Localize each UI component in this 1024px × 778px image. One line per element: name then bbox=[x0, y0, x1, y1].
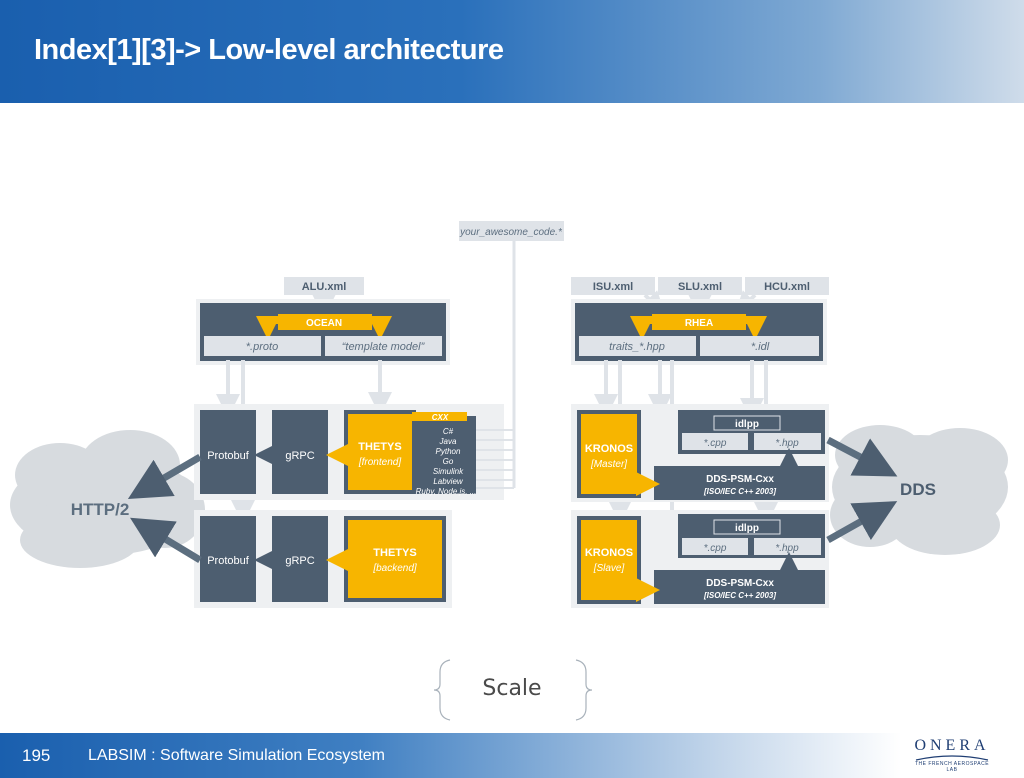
dds-label: DDS bbox=[900, 480, 936, 499]
dds-master-std: [ISO/IEC C++ 2003] bbox=[703, 487, 776, 496]
scale-label: Scale bbox=[482, 676, 542, 701]
slu-xml-label: SLU.xml bbox=[678, 281, 722, 293]
proto-label: *.proto bbox=[246, 341, 278, 353]
master-hpp-label: *.hpp bbox=[775, 438, 799, 449]
dds-slave-label: DDS-PSM-Cxx bbox=[706, 578, 774, 589]
arrow-to-http2-back bbox=[130, 517, 202, 563]
ocean-bar bbox=[278, 314, 372, 330]
alu-xml-box bbox=[284, 277, 364, 295]
master-cpp-box bbox=[682, 433, 748, 450]
slide-header bbox=[0, 0, 1024, 103]
proto-box bbox=[204, 336, 321, 356]
slave-cpp-box bbox=[682, 538, 748, 555]
kronos-master-label: KRONOS bbox=[585, 443, 633, 455]
lang-cxx-box bbox=[412, 412, 467, 421]
idl-label: *.idl bbox=[751, 341, 770, 353]
hcu-xml-box bbox=[745, 277, 829, 295]
template-model-label: “template model” bbox=[342, 341, 426, 353]
logo-tagline: THE FRENCH AEROSPACE LAB bbox=[914, 761, 990, 773]
lang-go: Go bbox=[443, 457, 454, 466]
onera-logo: ONERA THE FRENCH AEROSPACE LAB bbox=[912, 737, 992, 773]
your-code-box bbox=[459, 221, 564, 241]
arrow-to-dds-master bbox=[826, 436, 898, 477]
traits-hpp-label: traits_*.hpp bbox=[609, 341, 665, 353]
master-hpp-box bbox=[754, 433, 821, 450]
slave-hpp-box bbox=[754, 538, 821, 555]
grpc-front-label: gRPC bbox=[285, 450, 314, 462]
lang-simulink: Simulink bbox=[433, 467, 464, 476]
idlpp-slave-label: idlpp bbox=[735, 523, 759, 534]
scale-right-brace bbox=[575, 659, 593, 721]
isu-xml-box bbox=[571, 277, 655, 295]
rhea-bar bbox=[652, 314, 746, 330]
traits-hpp-box bbox=[579, 336, 696, 356]
ocean-label: OCEAN bbox=[306, 318, 342, 329]
protobuf-back-label: Protobuf bbox=[207, 555, 250, 567]
kronos-master-role: [Master] bbox=[590, 459, 627, 470]
thetys-back-label: THETYS bbox=[373, 547, 416, 559]
grpc-back-label: gRPC bbox=[285, 555, 314, 567]
thetys-back-role: [backend] bbox=[372, 563, 417, 574]
kronos-slave-box bbox=[581, 520, 637, 600]
lang-cxx: CXX bbox=[432, 413, 449, 422]
protobuf-back-box bbox=[200, 516, 256, 602]
arrow-to-http2-front bbox=[127, 453, 202, 500]
slave-cpp-label: *.cpp bbox=[704, 543, 727, 554]
grpc-front-box bbox=[272, 410, 328, 494]
scale-left-brace bbox=[433, 659, 451, 721]
protobuf-front-box bbox=[200, 410, 256, 494]
idlpp-master-label: idlpp bbox=[735, 419, 759, 430]
isu-xml-label: ISU.xml bbox=[593, 281, 633, 293]
dds-master-label: DDS-PSM-Cxx bbox=[706, 474, 774, 485]
logo-word: ONERA bbox=[914, 737, 990, 754]
dds-slave-std: [ISO/IEC C++ 2003] bbox=[703, 591, 776, 600]
lang-labview: Labview bbox=[433, 477, 464, 486]
lang-python: Python bbox=[436, 447, 461, 456]
slu-xml-box bbox=[658, 277, 742, 295]
grpc-back-box bbox=[272, 516, 328, 602]
rhea-label: RHEA bbox=[685, 318, 713, 329]
page-number: 195 bbox=[22, 746, 51, 765]
slide-footer bbox=[0, 733, 1024, 778]
thetys-front-role: [frontend] bbox=[358, 457, 401, 468]
kronos-master-box bbox=[581, 414, 637, 494]
lang-csharp: C# bbox=[443, 427, 454, 436]
thetys-front-box bbox=[348, 414, 412, 490]
http2-cloud: HTTP/2 bbox=[10, 430, 205, 568]
kronos-slave-label: KRONOS bbox=[585, 547, 633, 559]
slave-hpp-label: *.hpp bbox=[775, 543, 799, 554]
dds-cloud: DDS bbox=[830, 425, 1008, 555]
alu-xml-label: ALU.xml bbox=[302, 281, 347, 293]
idl-box bbox=[700, 336, 819, 356]
arrow-to-dds-slave bbox=[826, 501, 898, 544]
logo-swoosh-icon bbox=[915, 755, 989, 761]
http2-label: HTTP/2 bbox=[71, 500, 130, 519]
hcu-xml-label: HCU.xml bbox=[764, 281, 810, 293]
protobuf-front-label: Protobuf bbox=[207, 450, 250, 462]
slide-title: Index[1][3]-> Low-level architecture bbox=[34, 34, 504, 66]
master-cpp-label: *.cpp bbox=[704, 438, 727, 449]
thetys-front-label: THETYS bbox=[358, 441, 401, 453]
lang-ruby-node: Ruby, Node.js, ... bbox=[416, 487, 477, 496]
lang-java: Java bbox=[439, 437, 457, 446]
footer-text: LABSIM : Software Simulation Ecosystem bbox=[88, 747, 385, 764]
language-list: CXX C# Java Python Go Simulink Labview R… bbox=[412, 412, 514, 496]
template-model-box bbox=[325, 336, 442, 356]
thetys-back-box bbox=[348, 520, 442, 598]
kronos-slave-role: [Slave] bbox=[593, 563, 625, 574]
your-code-label: your_awesome_code.* bbox=[459, 227, 563, 238]
